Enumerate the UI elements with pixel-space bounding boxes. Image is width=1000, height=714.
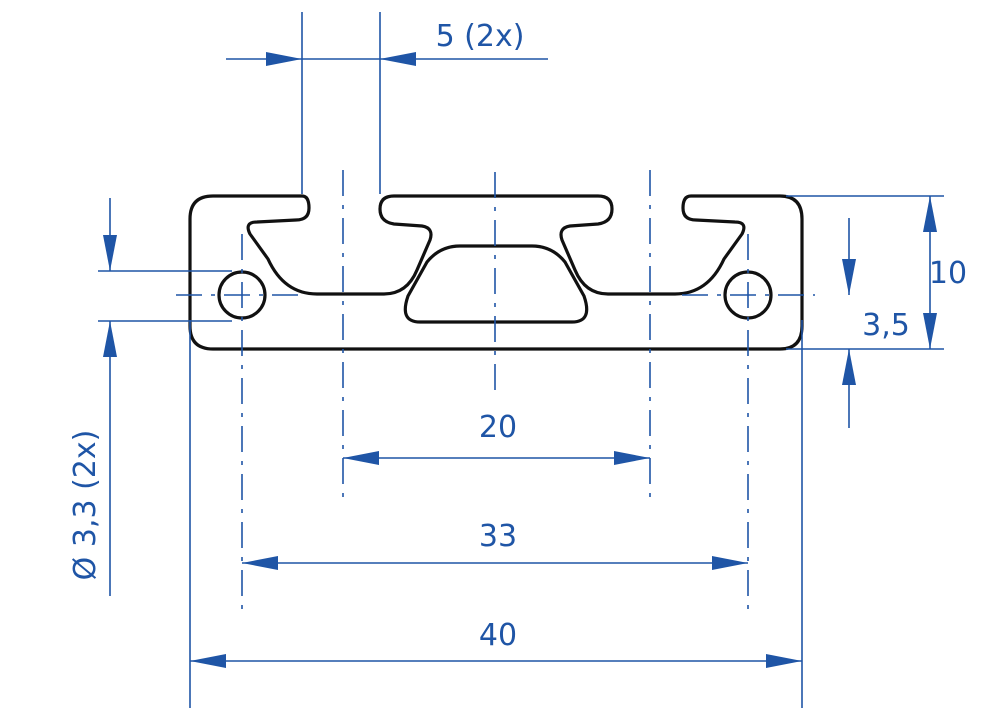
arrow-hole-bottom (103, 321, 117, 357)
hole-diameter-dimension: Ø 3,3 (2x) (68, 198, 232, 596)
label-hole-height: 3,5 (862, 308, 910, 343)
hole-height-dimension: 3,5 (842, 218, 910, 428)
arrow-33-left (242, 556, 278, 570)
height-total-dimension: 10 (786, 195, 967, 350)
arrow-hole-height-top (842, 259, 856, 295)
label-width-total: 40 (479, 618, 517, 653)
arrow-hole-height-bottom (842, 349, 856, 385)
arrow-slot-right (380, 52, 416, 66)
width-middle-dimension: 20 (343, 410, 650, 465)
arrow-hole-top (103, 235, 117, 271)
arrow-40-left (190, 654, 226, 668)
arrow-height-top (923, 196, 937, 232)
slot-width-dimension: 5 (2x) (226, 12, 548, 194)
width-total-dimension: 40 (189, 320, 803, 708)
arrow-20-left (343, 451, 379, 465)
center-lines (176, 170, 815, 612)
width-holes-dimension: 33 (242, 519, 748, 570)
arrow-20-right (614, 451, 650, 465)
label-width-holes: 33 (479, 519, 517, 554)
label-height-total: 10 (929, 256, 967, 291)
center-cavity (403, 244, 589, 324)
label-slot-width: 5 (2x) (436, 19, 525, 54)
arrow-40-right (766, 654, 802, 668)
arrow-height-bottom (923, 313, 937, 349)
arrow-33-right (712, 556, 748, 570)
arrow-slot-left (266, 52, 302, 66)
label-width-middle: 20 (479, 410, 517, 445)
label-hole-diameter: Ø 3,3 (2x) (68, 430, 103, 581)
aluminium-profile (188, 194, 804, 351)
